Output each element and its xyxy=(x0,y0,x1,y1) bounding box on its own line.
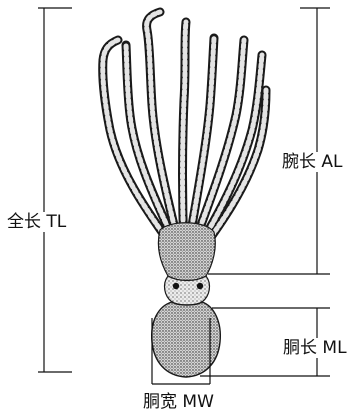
eye-left xyxy=(173,283,179,289)
arm-web xyxy=(158,223,215,281)
mantle-width-label: 胴宽 MW xyxy=(142,392,215,412)
octopus-illustration xyxy=(103,12,266,377)
octopus-arms xyxy=(103,12,266,255)
mantle-length-label: 胴长 ML xyxy=(282,338,348,358)
eye-right xyxy=(197,283,203,289)
total-length-label: 全长 TL xyxy=(6,212,67,232)
octopus-head xyxy=(165,276,210,305)
arm-length-label: 腕长 AL xyxy=(281,152,344,172)
